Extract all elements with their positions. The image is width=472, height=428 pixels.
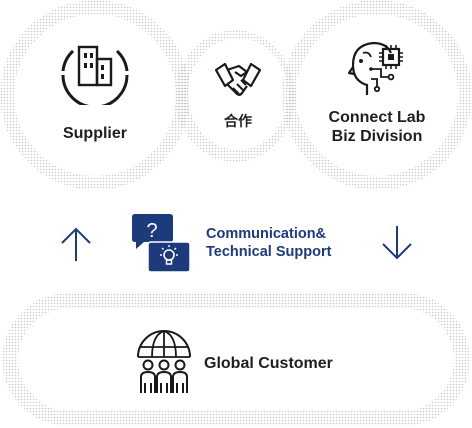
arrow-up-icon <box>60 226 92 267</box>
customer-node <box>18 308 454 411</box>
communication-line1: Communication& <box>206 226 327 242</box>
chat-bubbles-icon: ? <box>130 213 192 280</box>
communication-line2: Technical Support <box>206 244 332 260</box>
building-icon <box>59 41 131 110</box>
communication-label: Communication& Technical Support <box>206 225 396 261</box>
globe-people-icon <box>134 329 194 402</box>
svg-text:?: ? <box>146 220 157 242</box>
supplier-node: Supplier <box>14 14 176 176</box>
connect-lab-node: Connect Lab Biz Division <box>296 14 458 176</box>
customer-label: Global Customer <box>204 355 333 372</box>
cooperation-label: 合作 <box>224 112 252 129</box>
handshake-icon <box>213 58 263 107</box>
ai-head-chip-icon <box>345 39 409 102</box>
supplier-label: Supplier <box>62 125 127 142</box>
connect-lab-label-line2: Biz Division <box>331 127 423 145</box>
cooperation-node: 合作 <box>188 38 288 150</box>
arrow-down-icon <box>381 225 413 266</box>
connect-lab-label-line1: Connect Lab <box>328 108 426 126</box>
